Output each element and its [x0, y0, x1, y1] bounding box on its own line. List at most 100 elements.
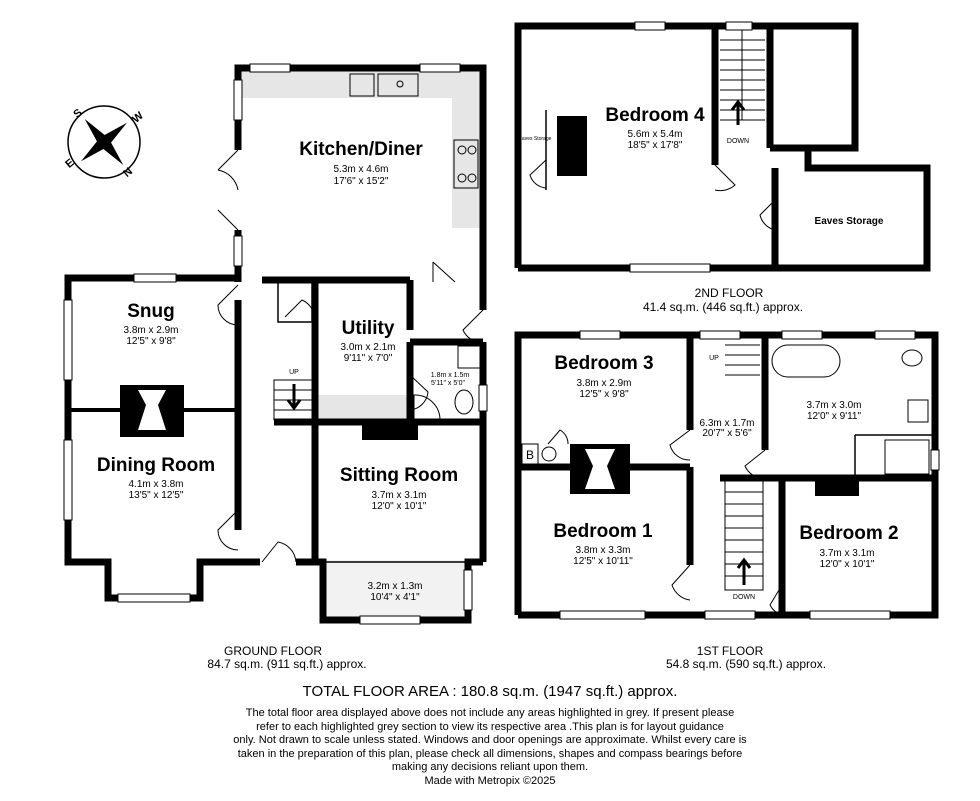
bathroom-door-icon [744, 449, 766, 479]
bedroom4-door-icon [714, 164, 736, 192]
snug-name: Snug [127, 301, 175, 322]
utility-metric: 3.0m x 2.1m [340, 342, 395, 353]
disclaimer-line: only. Not drawn to scale unless stated. … [233, 734, 747, 746]
compass-letter-w: W [130, 109, 146, 125]
wc-shower-icon [413, 394, 441, 421]
ground-floor-area: 84.7 sq.m. (911 sq.ft.) approx. [207, 657, 366, 671]
disclaimer-line: refer to each highlighted grey section t… [256, 720, 724, 733]
stairs-down-arrow-icon [730, 99, 746, 125]
bedroom2-metric: 3.7m x 3.1m [819, 548, 874, 559]
second-floor-area: 41.4 sq.m. (446 sq.ft.) approx. [643, 300, 803, 314]
ground-floor-plan: UP Kitchen/Diner 5.3m x 4.6m 17'6" x 15'… [63, 63, 488, 671]
snug-window-left [63, 299, 73, 381]
bedroom1-window [559, 610, 646, 620]
bedroom1-imperial: 12'5" x 10'11" [573, 556, 633, 567]
wc-metric: 1.8m x 1.5m [431, 372, 470, 379]
bathroom-imperial: 12'0" x 9'11" [807, 411, 862, 422]
kitchen-metric: 5.3m x 4.6m [333, 164, 388, 175]
kitchen-window-top-right [419, 63, 461, 73]
utility-name: Utility [342, 318, 395, 339]
dining-bay-window [117, 593, 191, 603]
dining-name: Dining Room [97, 455, 215, 476]
boiler-box [521, 443, 539, 465]
landing-window-bottom [704, 610, 756, 620]
sitting-metric: 3.7m x 3.1m [371, 490, 426, 501]
eaves-door-icon [759, 199, 776, 231]
first-stairs-down-label: DOWN [733, 594, 755, 601]
credit-line: Made with Metropix ©2025 [424, 774, 556, 787]
bedroom3-window [579, 330, 621, 340]
compass-ring [67, 105, 141, 179]
kitchen-window-left [233, 79, 243, 121]
wc-basin-icon [457, 345, 481, 369]
bedroom1-metric: 3.8m x 3.3m [575, 545, 630, 556]
porch-metric: 3.2m x 1.3m [367, 581, 422, 592]
toilet-icon [901, 349, 923, 367]
sitting-imperial: 12'0" x 10'1" [372, 501, 427, 512]
kitchen-window-top-left [249, 63, 291, 73]
porch-window [359, 615, 421, 625]
ground-stairs [273, 379, 315, 421]
bedroom4-name: Bedroom 4 [605, 105, 705, 126]
utility-door-icon [284, 299, 316, 321]
utility-worktop-shading [316, 395, 408, 421]
dining-imperial: 13'5" x 12'5" [129, 490, 184, 501]
bedroom3-imperial: 12'5" x 9'8" [579, 389, 629, 400]
kitchen-worktop-shading [240, 70, 480, 98]
first-floor-label: 1ST FLOOR [697, 644, 764, 658]
second-floor-plan: DOWN Bedroom 4 5.6m x 5.4m 18'5" x 17'8"… [514, 21, 931, 314]
stairs-up-arrow-icon [286, 384, 302, 411]
first-floor-plan: B UP DOWN Bedroom 3 3.8m x 2.9m 12'5" x … [514, 330, 940, 671]
hob-icon [453, 139, 479, 189]
back-door-icon [462, 309, 484, 343]
disclaimer-line: The total floor area displayed above doe… [245, 707, 735, 719]
boiler-label: B [526, 448, 534, 462]
bathroom-window-left [781, 330, 823, 340]
snug-metric: 3.8m x 2.9m [123, 325, 178, 336]
utility-imperial: 9'11" x 7'0" [344, 353, 393, 364]
compass-needle-icon [81, 119, 127, 165]
dining-window-left [63, 439, 73, 521]
bathroom-window-right [874, 330, 916, 340]
bathroom-window-side [930, 449, 940, 471]
bedroom2-imperial: 12'0" x 10'1" [820, 559, 875, 570]
bath-icon [771, 344, 841, 378]
first-floor-stairs [724, 344, 764, 591]
ground-stairs-label: UP [289, 369, 299, 376]
wc-toilet-icon [454, 389, 474, 415]
bedroom-fireplace-shared [570, 444, 630, 494]
bedroom4-metric: 5.6m x 5.4m [627, 129, 682, 140]
kitchen-imperial: 17'6" x 15'2" [334, 176, 389, 187]
bedroom4-imperial: 18'5" x 17'8" [628, 140, 683, 151]
kitchen-window-left-lower [233, 235, 243, 267]
eaves-small-door-icon [529, 159, 547, 189]
second-floor-label: 2ND FLOOR [695, 286, 764, 300]
wc-door-icon [409, 374, 429, 411]
disclaimer-line: taken in the preparation of this plan, p… [237, 747, 743, 760]
landing-imperial: 20'7" x 5'6" [702, 428, 752, 439]
wc-window [478, 384, 488, 412]
kitchen-sink-icon [349, 73, 419, 97]
basin-icon [907, 399, 929, 423]
compass: S W N E [63, 105, 146, 180]
kitchen-side-worktop-shading [452, 98, 480, 228]
compass-letter-s: S [71, 107, 84, 121]
first-floor-area: 54.8 sq.m. (590 sq.ft.) approx. [666, 657, 826, 671]
cupboard-door-icon [547, 429, 569, 445]
bedroom3-door-icon [669, 429, 691, 461]
dining-door-icon [217, 509, 239, 551]
compass-letter-e: E [63, 157, 76, 171]
total-floor-area: TOTAL FLOOR AREA : 180.8 sq.m. (1947 sq.… [302, 683, 678, 700]
porch-shading [320, 560, 466, 620]
bedroom2-door-icon [769, 584, 783, 616]
shower-tray-icon [884, 439, 930, 475]
eaves-large-name: Eaves Storage [815, 216, 884, 227]
compass-letter-n: N [121, 166, 135, 180]
bedroom1-name: Bedroom 1 [553, 521, 653, 542]
bedroom2-window [809, 610, 891, 620]
porch-side-window [463, 569, 473, 611]
cylinder-icon [541, 446, 557, 462]
snug-imperial: 12'5" x 9'8" [126, 336, 176, 347]
second-stairs-label: DOWN [727, 138, 749, 145]
bedroom1-door-icon [671, 564, 691, 601]
